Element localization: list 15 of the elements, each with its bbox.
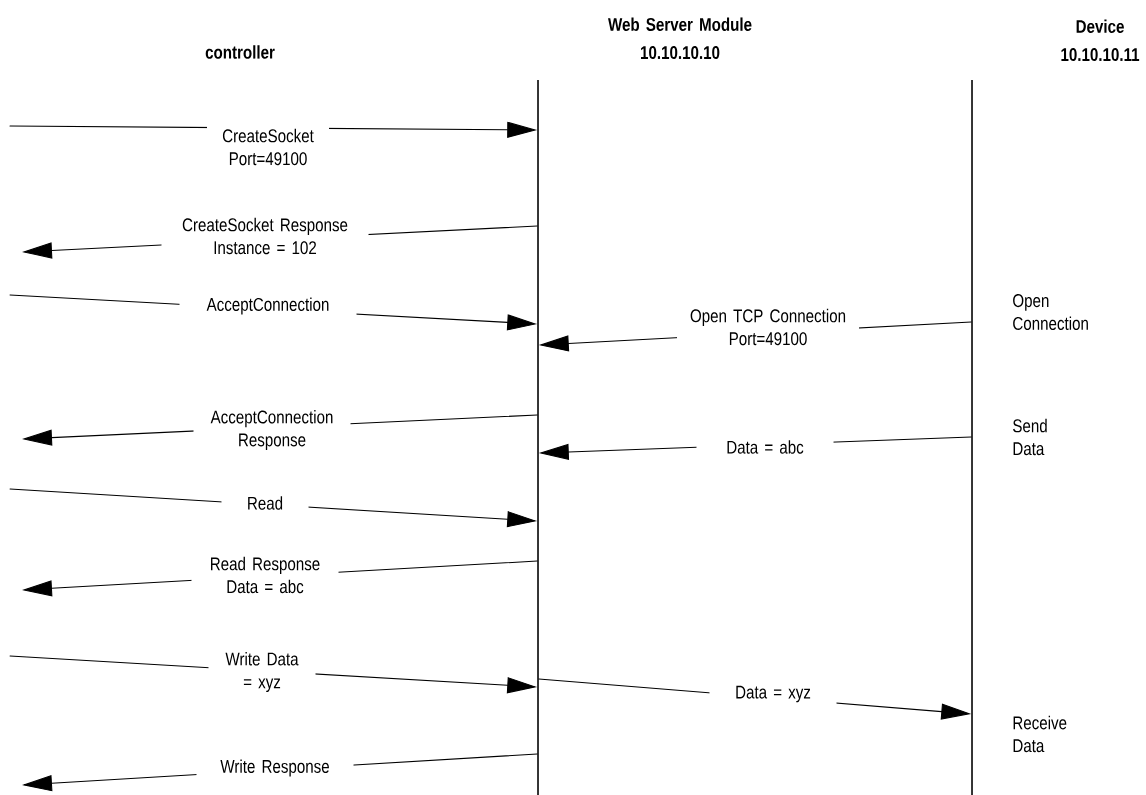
edge-label: Data = abc bbox=[696, 436, 834, 458]
edge-label: Read Response Data = abc bbox=[191, 553, 339, 597]
participant-heading: controller bbox=[205, 45, 275, 59]
edge-label: Open TCP Connection Port=49100 bbox=[677, 305, 860, 349]
edge-label: Read bbox=[221, 492, 309, 514]
step-note: Receive Data bbox=[1013, 715, 1067, 753]
edge-label: Write Data = xyz bbox=[208, 648, 316, 696]
step-note: Send Data bbox=[1013, 418, 1047, 456]
edge-label: CreateSocket Response Instance = 102 bbox=[161, 214, 369, 258]
edge-label: AcceptConnection bbox=[179, 293, 357, 319]
edge-label: Data = xyz bbox=[709, 682, 837, 706]
step-note: Open Connection bbox=[1013, 294, 1088, 330]
edge-label: CreateSocket Port=49100 bbox=[207, 125, 329, 169]
edge-label: AcceptConnection Response bbox=[193, 406, 351, 454]
edge-label: Write Response bbox=[196, 755, 354, 781]
